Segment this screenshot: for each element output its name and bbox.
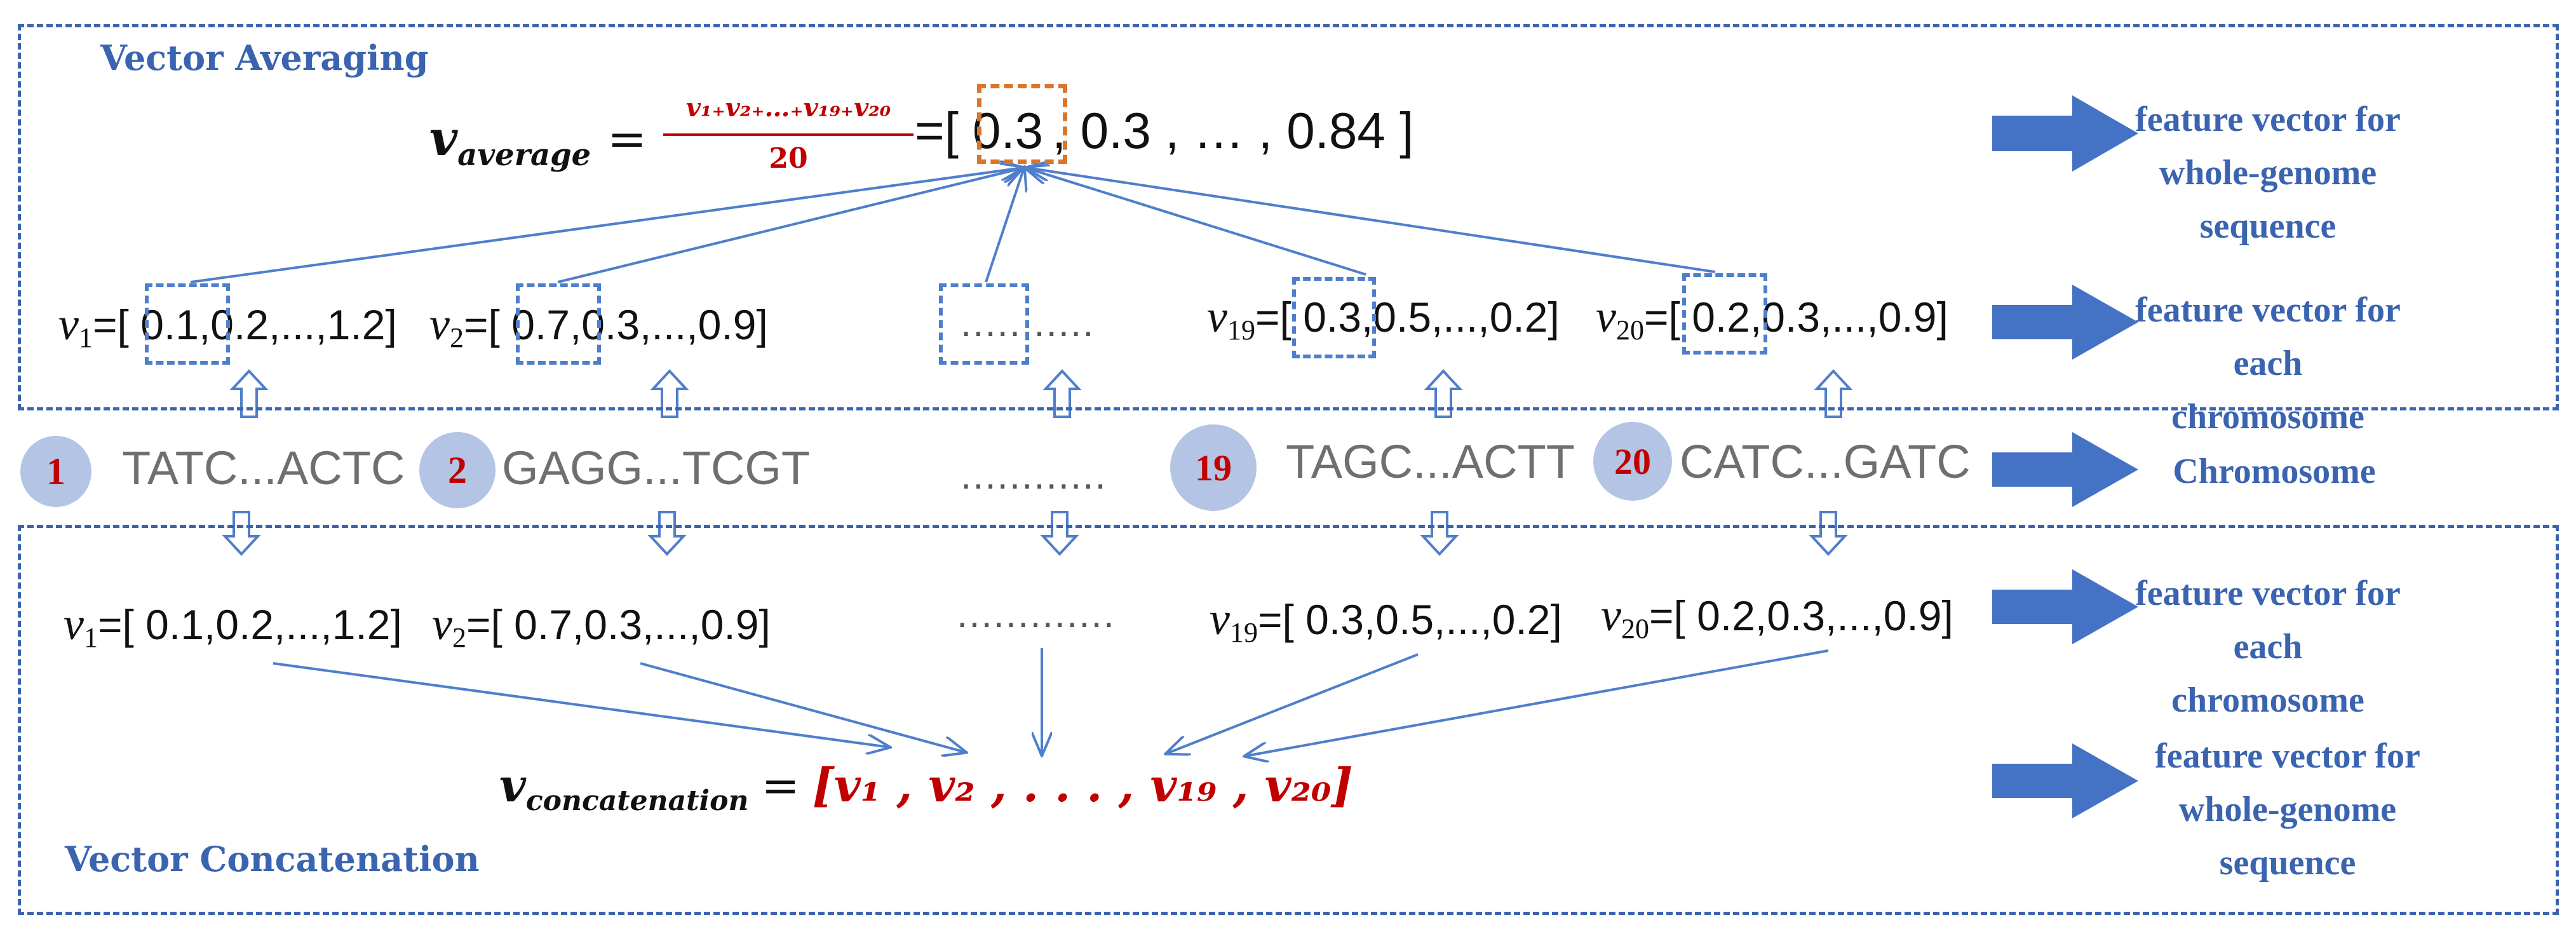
link-v20-to-average <box>1027 168 1716 273</box>
link-v1-to-average <box>190 168 1023 283</box>
chromosome-seq-1: TATC...ACTC <box>122 442 405 494</box>
top-vector-1: v1=[ 0.1,0.2,...,1.2] <box>58 299 397 353</box>
chromosome-seq-2: GAGG...TCGT <box>502 442 811 494</box>
highlight-box-ellipsis <box>939 283 1029 365</box>
link-v20-to-concat <box>1245 649 1829 756</box>
down-arrow-1 <box>222 511 261 556</box>
down-arrow-19 <box>1420 511 1459 556</box>
highlight-box-v2 <box>516 283 601 365</box>
big-arrow-top-vectors <box>1992 285 2138 360</box>
up-arrow-1 <box>229 369 269 418</box>
down-arrow-20 <box>1809 511 1848 556</box>
highlight-box-v20 <box>1682 273 1767 355</box>
link-v2-to-average <box>557 168 1024 283</box>
concatenation-symbol: vconcatenation <box>499 758 749 817</box>
highlight-box-v19 <box>1292 277 1376 358</box>
up-arrow-20 <box>1814 369 1853 418</box>
big-arrow-bottom-vectors <box>1992 569 2138 644</box>
fraction-bar <box>663 133 914 136</box>
big-arrow-chromosome <box>1992 432 2138 507</box>
concatenation-equals: = <box>761 759 800 812</box>
chromosome-badge-19: 19 <box>1170 424 1257 511</box>
chromosome-seq-19: TAGC...ACTT <box>1286 435 1575 488</box>
link-v19-to-concat <box>1166 653 1419 754</box>
averaging-frame <box>18 24 2559 410</box>
average-highlight-box <box>977 84 1067 164</box>
top-vector-19: v19=[ 0.3,0.5,...,0.2] <box>1207 291 1560 346</box>
down-arrow-2 <box>647 511 687 556</box>
average-denominator: 20 <box>769 142 808 175</box>
chromosome-badge-2: 2 <box>419 432 496 508</box>
average-result: =[0.3, 0.3 , … , 0.84 ] <box>915 102 1414 159</box>
highlight-box-v1 <box>145 283 230 365</box>
section-title-concatenation: Vector Concatenation <box>65 839 480 879</box>
average-numerator: v₁₊v₂₊…₊v₁₉₊v₂₀ <box>685 93 891 123</box>
chromosome-badge-1: 1 <box>20 436 91 507</box>
link-v1-to-concat <box>273 662 889 747</box>
average-equals: = <box>607 112 647 166</box>
concatenation-formula: vconcatenation = [v₁ , v₂ , . . . , v₁₉ … <box>499 762 1353 815</box>
up-arrow-ellipsis <box>1042 369 1082 418</box>
big-arrow-concat <box>1992 743 2138 818</box>
label-chromosome-vector-top: feature vector for each chromosome <box>2135 290 2401 437</box>
down-arrow-ellipsis <box>1040 511 1079 556</box>
top-vector-2: v2=[ 0.7,0.3,...,0.9] <box>429 299 768 353</box>
bottom-vector-19: v19=[ 0.3,0.5,...,0.2] <box>1210 593 1562 648</box>
label-whole-genome-concat: feature vector for whole-genome sequence <box>2155 736 2420 883</box>
link-ellipsis-to-average <box>985 168 1024 283</box>
concatenation-result: [v₁ , v₂ , . . . , v₁₉ , v₂₀] <box>812 758 1353 812</box>
top-vector-20: v20=[ 0.2,0.3,...,0.9] <box>1596 291 1948 346</box>
up-arrow-2 <box>650 369 689 418</box>
concatenation-frame <box>18 525 2559 915</box>
bottom-vector-20: v20=[ 0.2,0.3,...,0.9] <box>1601 590 1953 644</box>
section-title-averaging: Vector Averaging <box>100 37 429 78</box>
label-whole-genome-average: feature vector for whole-genome sequence <box>2135 100 2401 246</box>
label-chromosome: Chromosome <box>2173 452 2376 491</box>
label-chromosome-vector-bottom: feature vector for each chromosome <box>2135 574 2401 720</box>
big-arrow-average <box>1992 95 2138 172</box>
chromosome-badge-20: 20 <box>1593 422 1672 501</box>
average-symbol: vaverage <box>429 110 591 173</box>
chromosome-seq-20: CATC...GATC <box>1680 435 1971 488</box>
up-arrow-19 <box>1424 369 1463 418</box>
bottom-vector-2: v2=[ 0.7,0.3,...,0.9] <box>432 599 771 653</box>
average-first-value: 0.3 <box>972 102 1044 159</box>
bottom-vector-1: v1=[ 0.1,0.2,...,1.2] <box>64 599 402 653</box>
chromosome-ellipsis: ............ <box>961 454 1107 497</box>
link-v2-to-concat <box>640 662 966 752</box>
bottom-vector-ellipsis: ............. <box>957 592 1116 636</box>
link-v19-to-average <box>1025 168 1366 276</box>
